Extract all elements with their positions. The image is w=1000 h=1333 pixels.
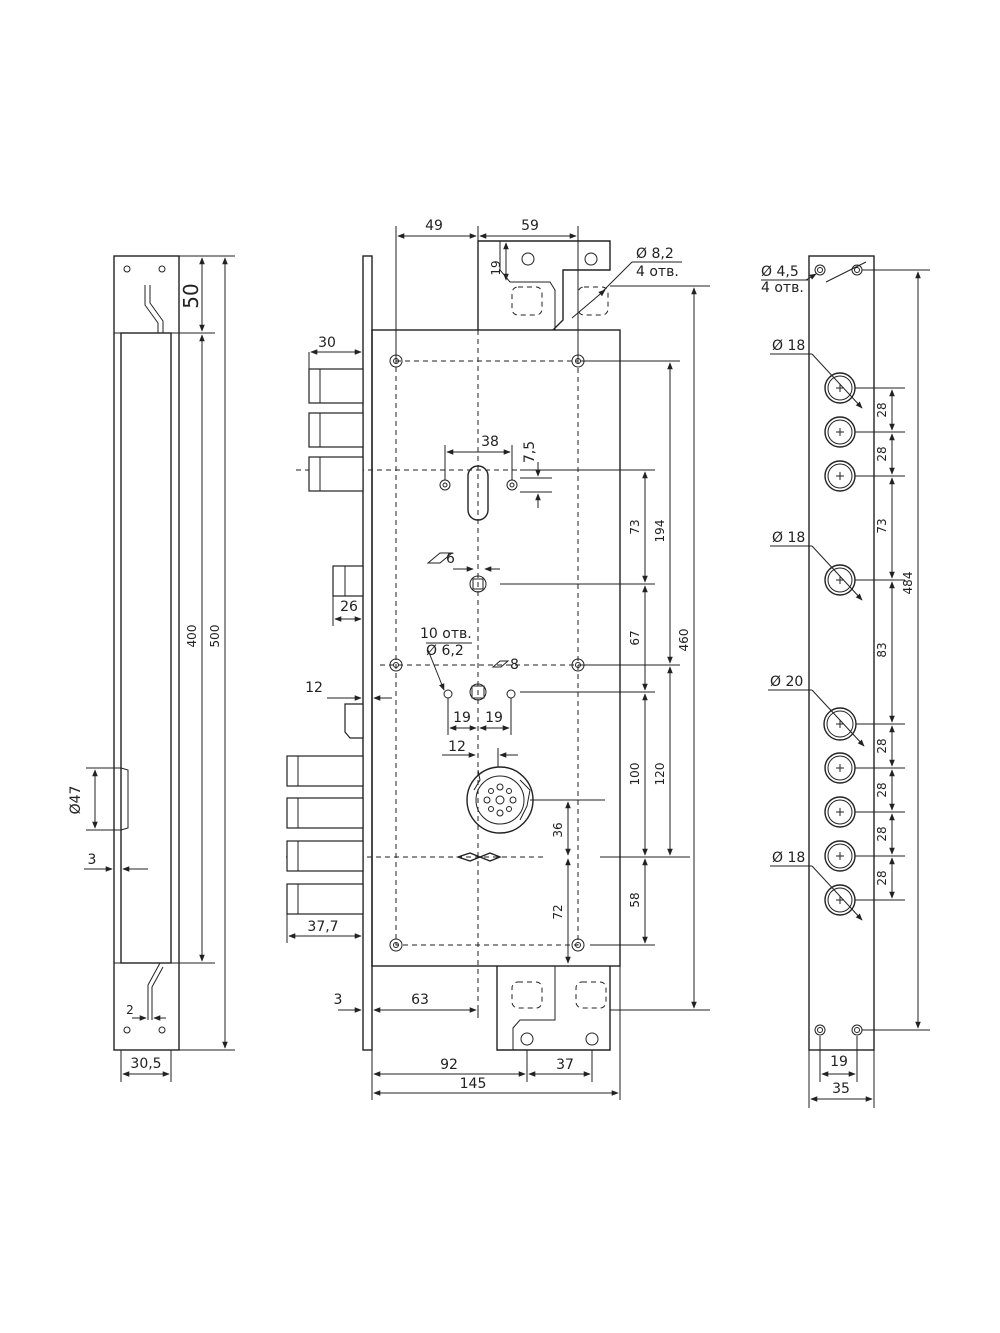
bolt-3 — [308, 456, 364, 492]
plate-dim-28f: 28 — [875, 870, 889, 885]
plate-hole-spec-d: Ø 4,5 — [761, 264, 799, 280]
plate-hole-spec-n: 4 отв. — [761, 280, 804, 296]
strike-plate — [808, 255, 875, 1051]
front-dim-73: 73 — [628, 519, 642, 534]
bottom-mounting-tab — [496, 966, 611, 1051]
front-dim-49: 49 — [425, 218, 443, 234]
front-dim-36: 36 — [551, 822, 565, 837]
front-lock-body — [371, 329, 621, 967]
front-dim-19-top: 19 — [489, 260, 503, 275]
side-dim-400: 400 — [185, 625, 199, 648]
plate-dim-73: 73 — [875, 518, 889, 533]
plate-dim-83: 83 — [875, 642, 889, 657]
front-dim-sq6: 6 — [446, 551, 455, 567]
plate-dim-28c: 28 — [875, 738, 889, 753]
front-holes10-d: Ø 6,2 — [426, 643, 464, 659]
bolt-1 — [308, 368, 364, 404]
front-hole-spec-d: Ø 8,2 — [636, 246, 674, 262]
front-view: 49 59 19 Ø 8,2 4 отв. 30 38 7,5 6 26 — [286, 218, 710, 1100]
side-view: 50 400 500 Ø47 3 2 30,5 — [68, 255, 235, 1082]
front-holes10-n: 10 отв. — [420, 626, 472, 642]
front-dim-67: 67 — [628, 630, 642, 645]
front-dim-120: 120 — [653, 763, 667, 786]
plate-dim-484: 484 — [901, 572, 915, 595]
side-dim-d47: Ø47 — [68, 786, 84, 815]
plate-dim-35: 35 — [832, 1081, 850, 1097]
plate-d18c: Ø 18 — [772, 850, 805, 866]
front-dim-37-7: 37,7 — [307, 919, 338, 935]
side-faceplate — [113, 255, 180, 1051]
plate-d18b: Ø 18 — [772, 530, 805, 546]
front-dim-19a: 19 — [453, 710, 471, 726]
front-dim-460: 460 — [677, 629, 691, 652]
strike-holes — [823, 372, 857, 916]
front-dim-7-5: 7,5 — [522, 441, 538, 463]
bolt-5 — [286, 797, 364, 829]
plate-dim-28d: 28 — [875, 782, 889, 797]
plate-d20: Ø 20 — [770, 674, 803, 690]
side-dim-50: 50 — [179, 283, 203, 308]
front-dim-sq8: 8 — [510, 657, 519, 673]
front-dim-100: 100 — [628, 763, 642, 786]
side-dim-500: 500 — [208, 625, 222, 648]
cylinder-cutout — [467, 465, 489, 521]
bolt-6 — [286, 840, 364, 872]
front-dim-30: 30 — [318, 335, 336, 351]
side-dim-2: 2 — [126, 1003, 134, 1017]
plate-dim-28b: 28 — [875, 446, 889, 461]
strike-plate-view: Ø 4,5 4 отв. Ø 18 Ø 18 Ø 20 Ø 18 — [761, 255, 930, 1108]
hole-center-marks — [836, 384, 844, 904]
front-dim-58: 58 — [628, 892, 642, 907]
front-dim-12b: 12 — [448, 739, 466, 755]
front-hole-spec-n: 4 отв. — [636, 264, 679, 280]
front-dim-12a: 12 — [305, 680, 323, 696]
plate-d18a: Ø 18 — [772, 338, 805, 354]
front-dim-59: 59 — [521, 218, 539, 234]
front-dim-194: 194 — [653, 520, 667, 543]
front-dim-37: 37 — [556, 1057, 574, 1073]
front-faceplate — [362, 255, 373, 1051]
side-body — [120, 332, 172, 964]
latch — [332, 565, 364, 597]
front-dim-145: 145 — [460, 1076, 487, 1092]
side-dim-30-5: 30,5 — [130, 1056, 161, 1072]
top-mounting-tab — [477, 240, 611, 331]
front-dim-3b: 3 — [334, 992, 343, 1008]
bolt-4 — [286, 755, 364, 787]
plate-dim-19: 19 — [830, 1054, 848, 1070]
front-dim-38: 38 — [481, 434, 499, 450]
front-dim-19b: 19 — [485, 710, 503, 726]
bolt-2 — [308, 412, 364, 448]
bolt-7 — [286, 883, 364, 915]
front-dim-92: 92 — [440, 1057, 458, 1073]
front-dim-63: 63 — [411, 992, 429, 1008]
lever-cylinder — [466, 766, 534, 834]
side-dim-3: 3 — [88, 852, 97, 868]
plate-dim-28a: 28 — [875, 402, 889, 417]
night-latch — [344, 703, 364, 739]
front-dim-26: 26 — [340, 599, 358, 615]
plate-dim-28e: 28 — [875, 826, 889, 841]
front-dim-72: 72 — [551, 904, 565, 919]
